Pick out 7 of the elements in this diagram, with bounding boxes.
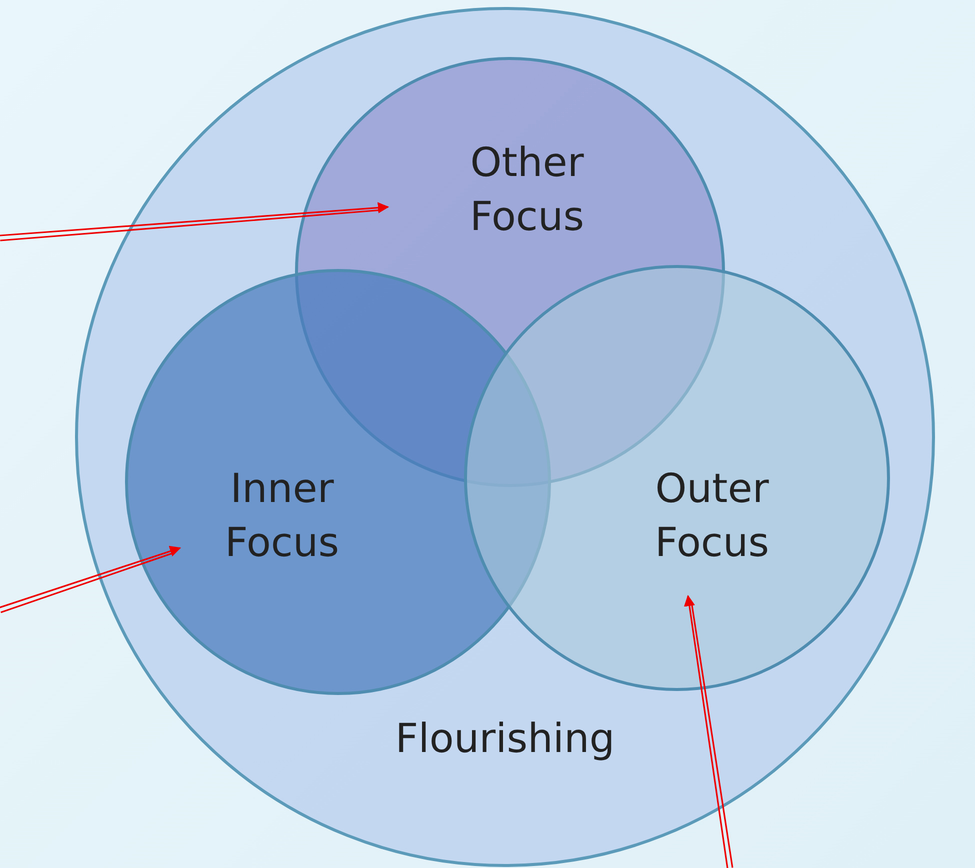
circle-label: Other Focus — [468, 139, 586, 242]
circle-label: Inner Focus — [224, 465, 340, 568]
arrow — [0, 202, 390, 242]
arrow — [0, 546, 182, 614]
circle-label: Flourishing — [394, 715, 616, 764]
circle-label: Outer Focus — [654, 465, 770, 568]
arrow — [684, 594, 734, 868]
